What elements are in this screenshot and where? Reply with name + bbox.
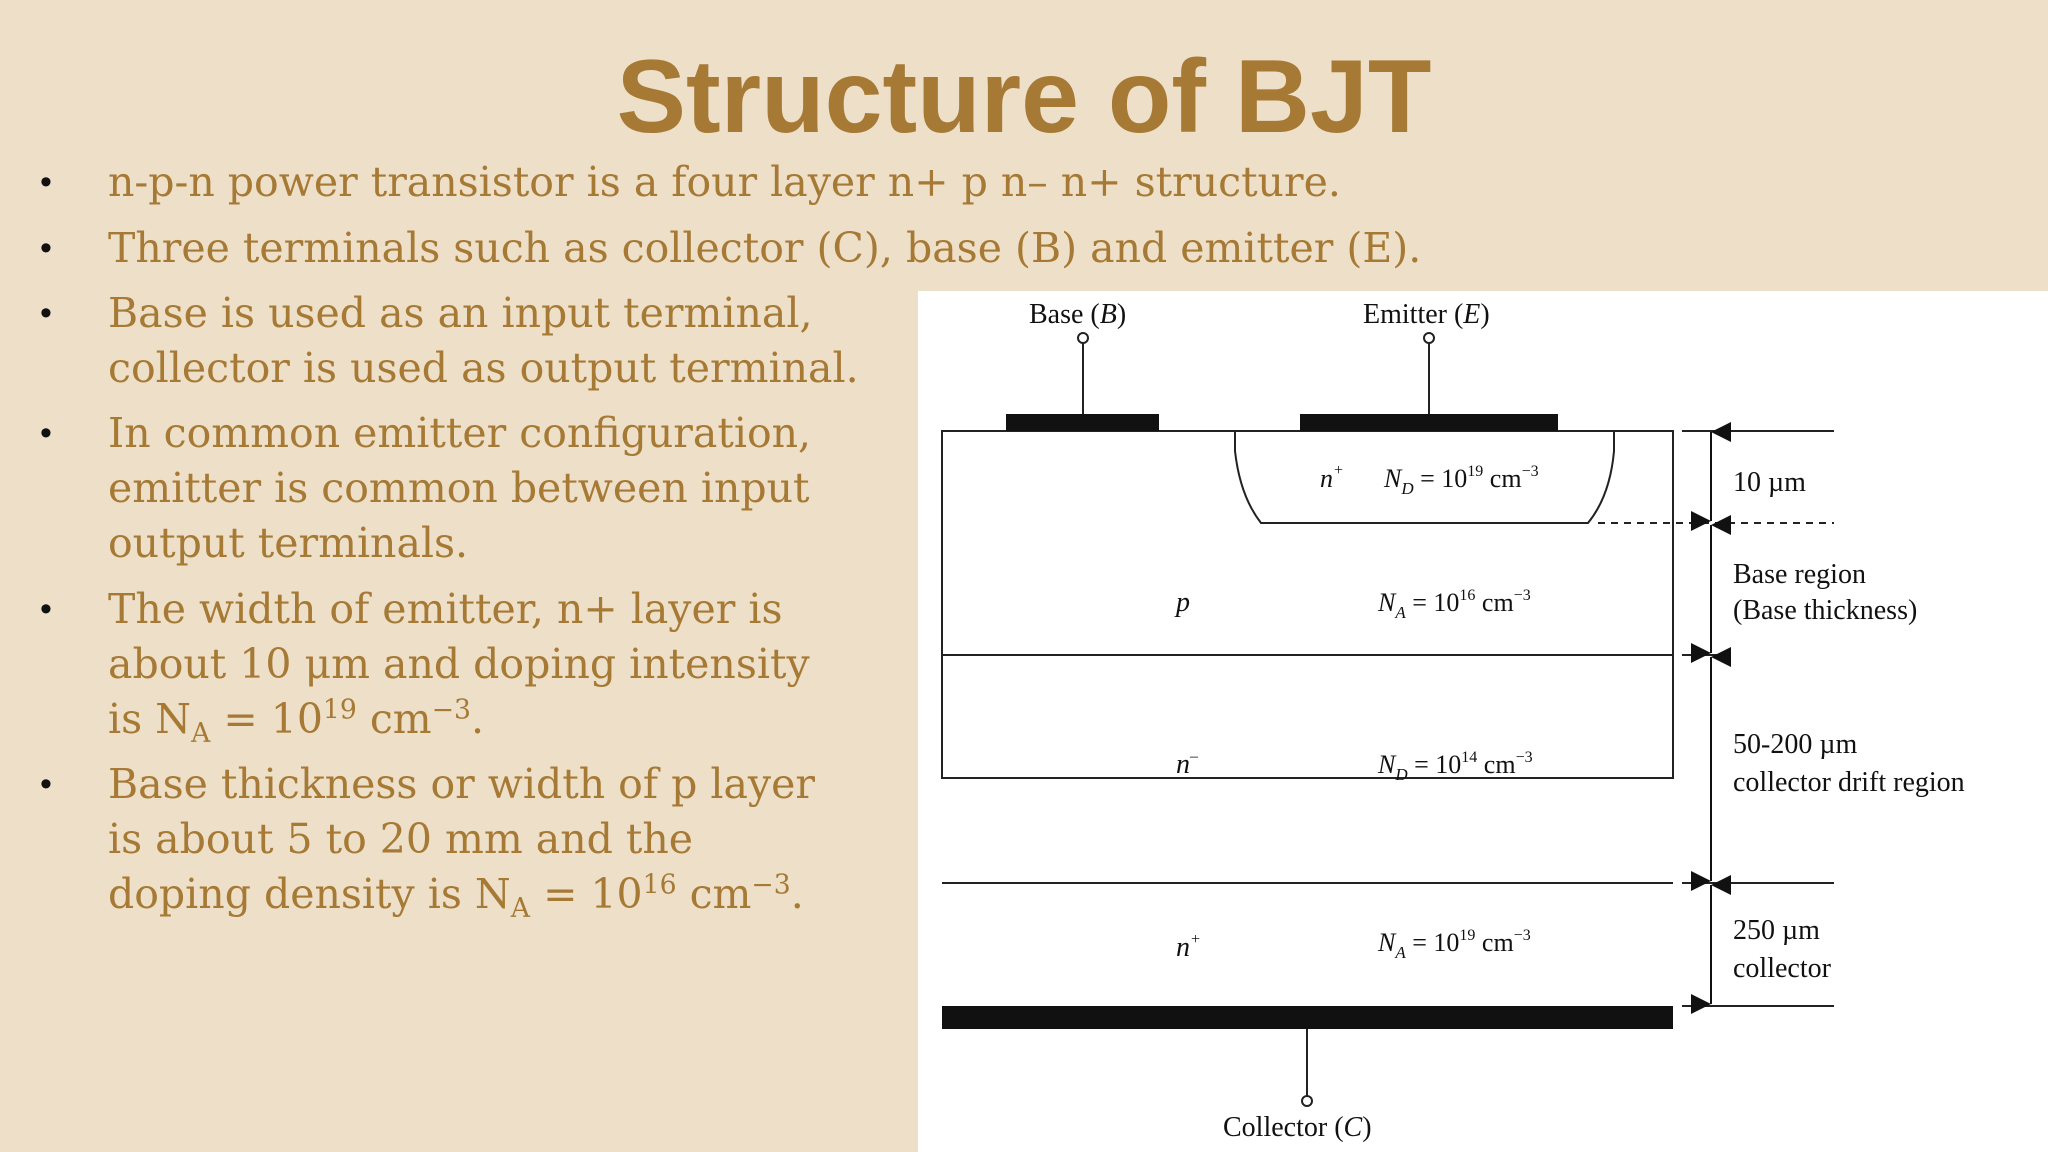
dimension-label: 250 µm xyxy=(1733,915,1820,946)
formula-sup: 19 xyxy=(322,694,357,726)
formula-line: doping density is NA = 1016 cm−3. xyxy=(108,867,815,922)
base-contact xyxy=(1006,414,1159,431)
collector-terminal-label: Collector (C) xyxy=(1223,1112,1372,1143)
formula-text: = 10 xyxy=(210,695,323,743)
doping-label: NA = 1019 cm−3 xyxy=(1377,927,1531,962)
bullet-line: In common emitter configuration, xyxy=(108,409,812,457)
bullet-dot: • xyxy=(40,414,52,452)
bullet-line: Base thickness or width of p layer xyxy=(108,760,815,808)
bullet-text: The width of emitter, n+ layer is about … xyxy=(108,582,810,747)
bullet-line: Three terminals such as collector (C), b… xyxy=(108,224,1422,272)
slide-title: Structure of BJT xyxy=(616,39,1432,155)
emitter-well xyxy=(1234,431,1615,524)
doping-label: NA = 1016 cm−3 xyxy=(1377,587,1531,622)
formula-text: doping density is N xyxy=(108,870,511,918)
layer-type-label: n+ xyxy=(1176,931,1201,963)
bullet-text: In common emitter configuration, emitter… xyxy=(108,406,811,571)
formula-text: is N xyxy=(108,695,192,743)
emitter-terminal-label: Emitter (E) xyxy=(1363,299,1490,330)
bullet-dot: • xyxy=(40,765,52,803)
dimension-label: (Base thickness) xyxy=(1733,595,1917,626)
collector-contact xyxy=(942,1006,1673,1029)
formula-sub: A xyxy=(510,893,531,925)
base-terminal-node xyxy=(1077,332,1089,344)
device-outline xyxy=(941,430,1674,779)
formula-sup: 16 xyxy=(642,869,677,901)
bjt-structure-diagram: Base (B) Emitter (E) Collector (C) n+ ND… xyxy=(918,291,2048,1152)
bullet-line: emitter is common between input xyxy=(108,464,810,512)
bullet-dot: • xyxy=(40,163,52,201)
formula-sub: A xyxy=(191,718,211,750)
layer-type-label: n– xyxy=(1176,748,1199,780)
bullet-line: output terminals. xyxy=(108,519,469,567)
bullet-line: Base is used as an input terminal, xyxy=(108,289,813,337)
dimension-label: Base region xyxy=(1733,559,1866,590)
bullet-line: collector is used as output terminal. xyxy=(108,344,859,392)
diagram-svg: Base (B) Emitter (E) Collector (C) n+ ND… xyxy=(941,299,1965,1143)
dimension-label: collector drift region xyxy=(1733,767,1965,798)
formula-text: cm xyxy=(356,695,432,743)
formula-text: = 10 xyxy=(530,870,643,918)
bullet-line: The width of emitter, n+ layer is xyxy=(108,585,783,633)
bullet-dot: • xyxy=(40,590,52,628)
base-terminal-label: Base (B) xyxy=(1029,299,1126,330)
emitter-terminal-node xyxy=(1423,332,1435,344)
bullet-text: Base is used as an input terminal, colle… xyxy=(108,286,859,396)
bullet-dot: • xyxy=(40,229,52,267)
doping-label: ND = 1014 cm−3 xyxy=(1377,749,1533,784)
bullet-line: n-p-n power transistor is a four layer n… xyxy=(108,158,1341,206)
dimension-label: collector xyxy=(1733,953,1832,984)
bullet-dot: • xyxy=(40,294,52,332)
formula-text: . xyxy=(790,870,804,918)
layer-type-label: n+ xyxy=(1320,462,1344,493)
bullet-text: Base thickness or width of p layer is ab… xyxy=(108,757,815,922)
dimension-label: 50-200 µm xyxy=(1733,729,1857,760)
bullet-line: about 10 μm and doping intensity xyxy=(108,640,810,688)
formula-text: . xyxy=(470,695,485,743)
bullet-text: n-p-n power transistor is a four layer n… xyxy=(108,155,1341,210)
formula-line: is NA = 1019 cm−3. xyxy=(108,692,810,747)
doping-label: ND = 1019 cm−3 xyxy=(1383,463,1539,498)
formula-sup: −3 xyxy=(431,694,471,726)
formula-sup: −3 xyxy=(751,869,791,901)
formula-text: cm xyxy=(676,870,752,918)
dimension-label: 10 µm xyxy=(1733,467,1806,498)
layer-type-label: p xyxy=(1174,587,1190,618)
bullet-line: is about 5 to 20 mm and the xyxy=(108,815,694,863)
collector-terminal-node xyxy=(1301,1095,1313,1107)
emitter-contact xyxy=(1300,414,1558,431)
bullet-text: Three terminals such as collector (C), b… xyxy=(108,221,1421,276)
